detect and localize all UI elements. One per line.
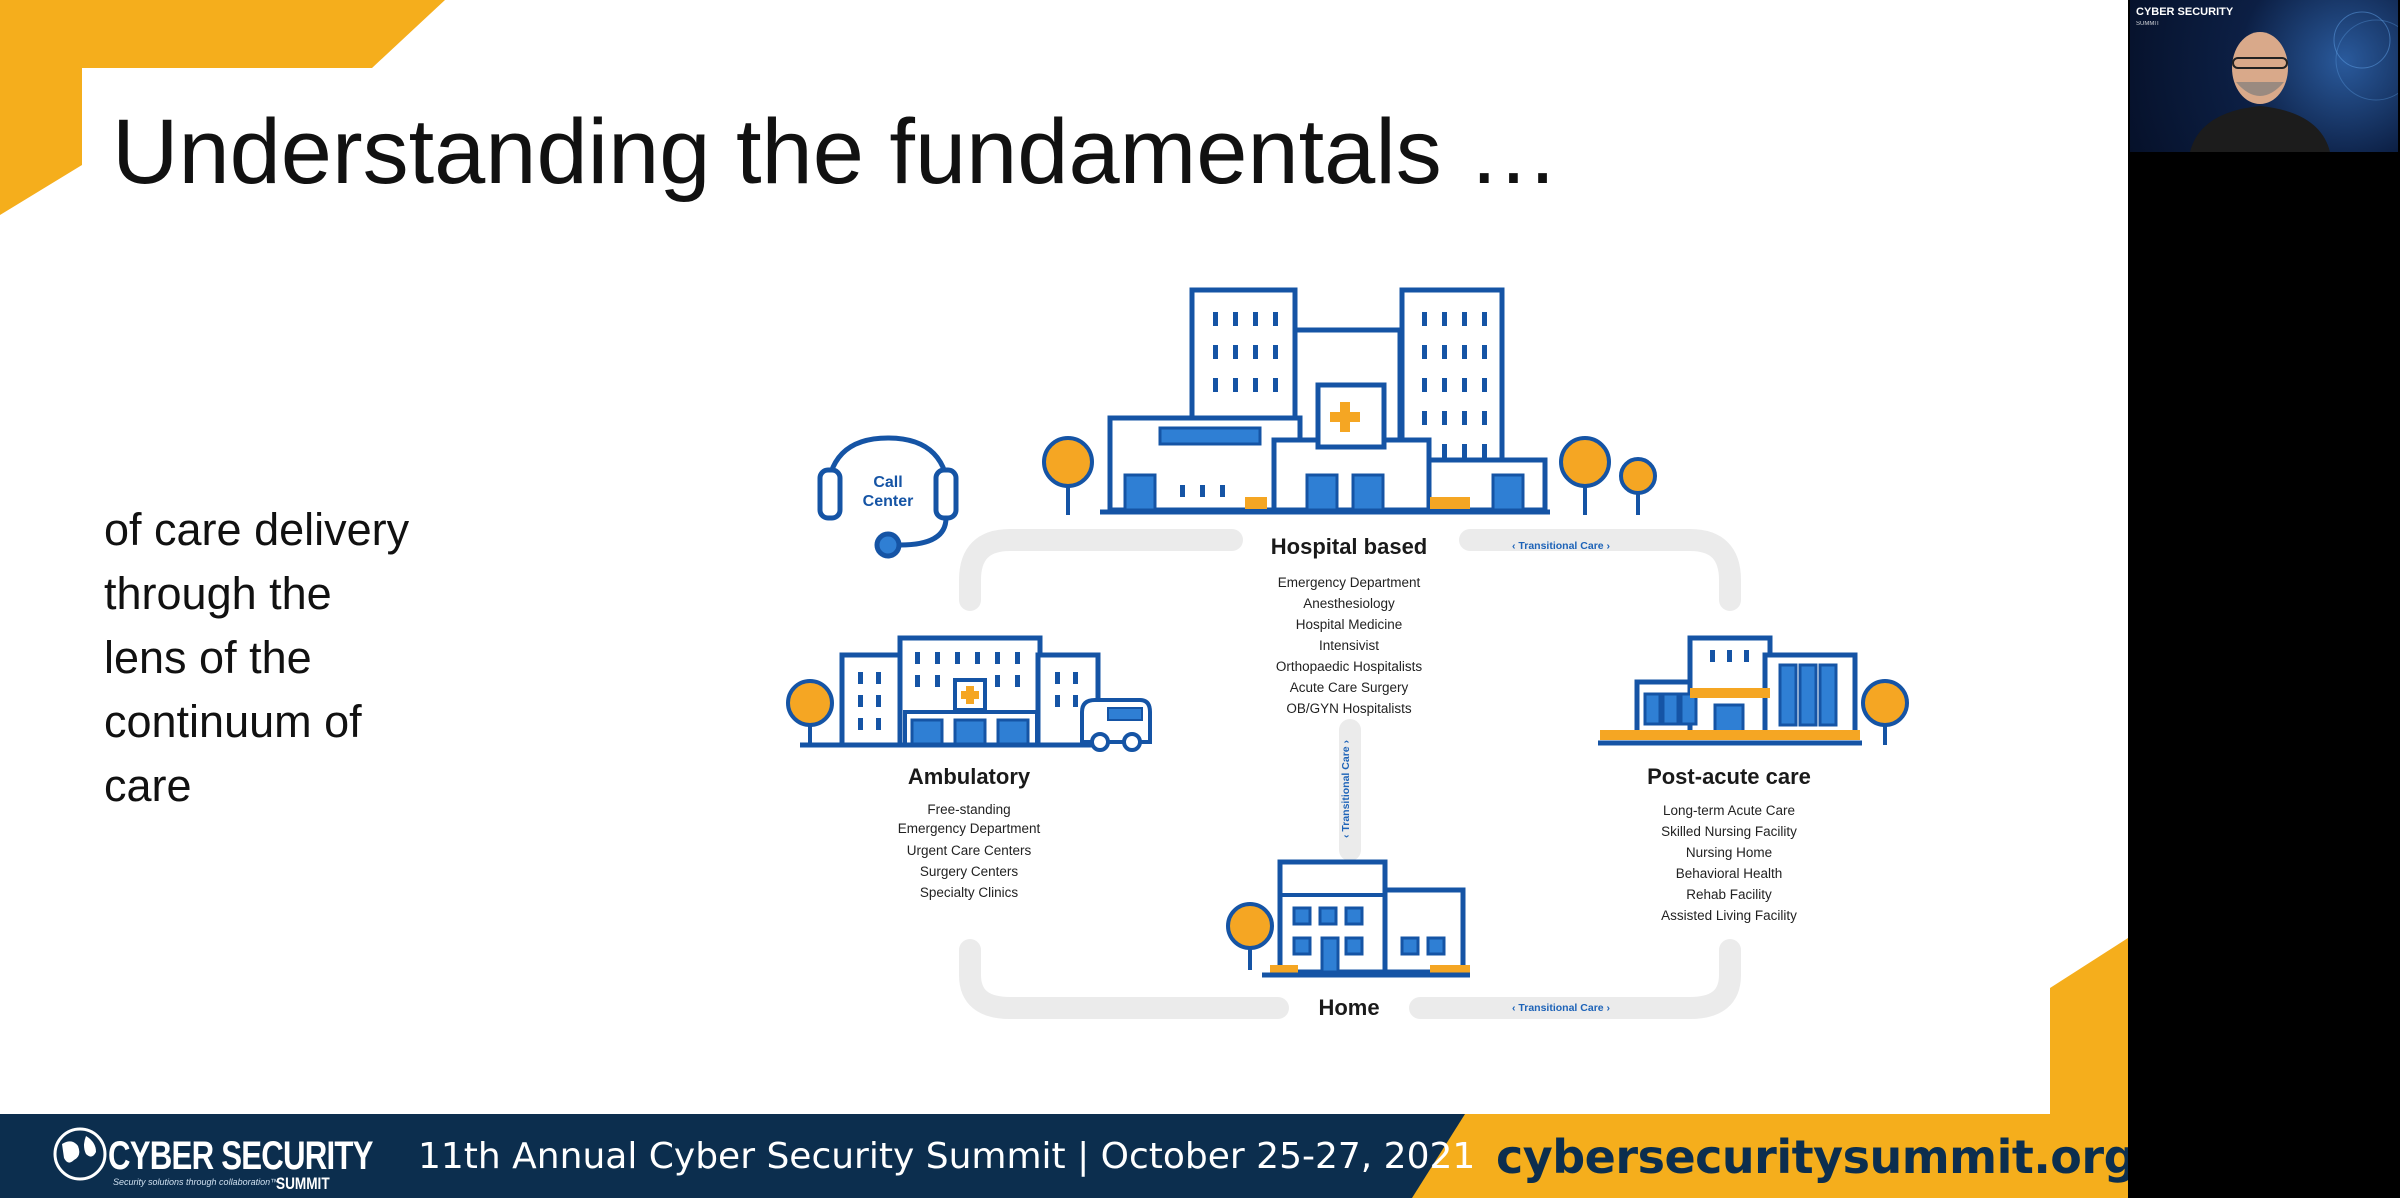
body-line: through the [104,568,332,619]
continuum-diagram [786,287,1909,1019]
ambulatory-title: Ambulatory [907,764,1031,789]
list-item: Rehab Facility [1686,887,1772,902]
headset-icon [817,435,959,559]
webcam-logo-main: CYBER SECURITY [2136,6,2234,18]
home-title: Home [1318,995,1380,1020]
body-line: care [104,760,192,811]
body-line: continuum of [104,696,362,747]
footer-yellow-band [1412,1114,2128,1198]
post-acute-title: Post-acute care [1647,764,1811,789]
post-acute-building-icon [1598,635,1909,746]
home-building-icon [1226,859,1470,978]
webcam-logo-sub: SUMMIT [2136,21,2160,27]
list-item: Behavioral Health [1675,866,1783,881]
footer-logo-text: CYBER SECURITY [108,1134,374,1178]
hospital-based-list: Emergency Department Anesthesiology Hosp… [1276,572,1422,719]
list-item: Intensivist [1318,638,1380,653]
transitional-care-label: Transitional Care [1518,1002,1604,1014]
presenter-avatar [2190,11,2398,152]
call-center-line: Center [862,493,914,510]
transitional-care-tag: ‹ Transitional Care › [1512,1002,1611,1014]
transitional-care-tag: ‹ Transitional Care › [1340,739,1352,838]
ambulatory-building-icon [786,635,1152,752]
transitional-care-label: Transitional Care [1340,746,1352,832]
list-item: Skilled Nursing Facility [1661,824,1797,839]
ambulatory-list: Free-standing Emergency Department Urgen… [898,800,1041,903]
list-item: Emergency Department [897,821,1041,836]
list-item: Assisted Living Facility [1661,908,1797,923]
continuum-loop [959,529,1741,1019]
list-item: OB/GYN Hospitalists [1286,701,1412,716]
footer-website-url: cybersecuritysummit.org [1496,1130,2128,1184]
footer-logo-tagline: Security solutions through collaboration… [113,1177,280,1187]
call-center-label: Call Center [863,473,914,511]
slide-body-text: of care delivery through the lens of the… [104,498,504,818]
slide-title: Understanding the fundamentals … [112,101,1560,203]
hospital-based-title: Hospital based [1270,534,1428,559]
list-item: Acute Care Surgery [1289,680,1409,695]
footer-banner: CYBER SECURITY Security solutions throug… [0,1114,2128,1198]
video-side-panel [2128,0,2400,1198]
list-item: Surgery Centers [919,864,1019,879]
footer-logo-summit: SUMMIT [276,1174,330,1193]
post-acute-list: Long-term Acute Care Skilled Nursing Fac… [1661,800,1797,926]
transitional-care-label: Transitional Care [1518,540,1604,552]
list-item: Specialty Clinics [919,885,1019,900]
hospital-building-icon [1042,287,1657,515]
list-item: Nursing Home [1685,845,1773,860]
list-item: Long-term Acute Care [1662,803,1796,818]
list-item: Free-standing [927,802,1011,817]
list-item: Urgent Care Centers [906,843,1032,858]
body-line: of care delivery [104,504,410,555]
call-center-line: Call [873,474,903,491]
body-line: lens of the [104,632,312,683]
list-item: Anesthesiology [1303,596,1395,611]
list-item: Hospital Medicine [1295,617,1403,632]
presenter-webcam-thumbnail[interactable]: CYBER SECURITY SUMMIT [2130,0,2398,152]
footer-event-text: 11th Annual Cyber Security Summit | Octo… [418,1136,1476,1177]
list-item: Emergency Department [1277,575,1421,590]
webcam-logo: CYBER SECURITY SUMMIT [2136,6,2233,30]
presentation-slide: Understanding the fundamentals … of care… [0,0,2128,1198]
globe-icon [53,1127,107,1181]
list-item: Orthopaedic Hospitalists [1275,659,1423,674]
slide-corner-accents [0,0,2128,1114]
transitional-care-tag: ‹ Transitional Care › [1512,540,1611,552]
